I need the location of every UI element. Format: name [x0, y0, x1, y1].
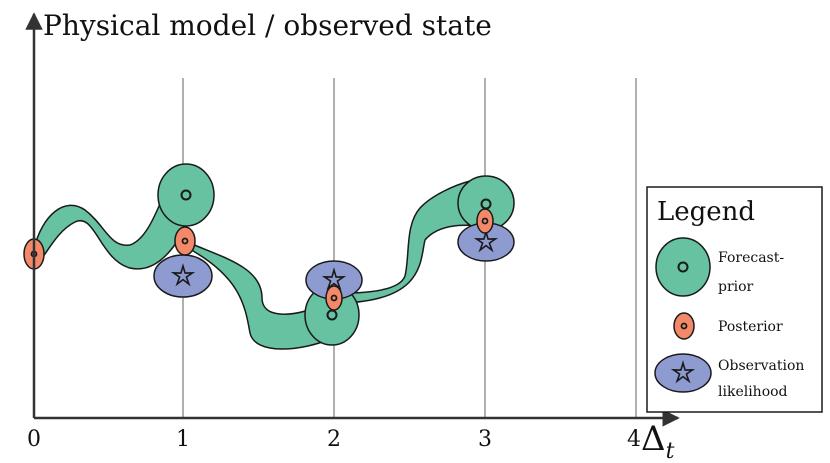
legend-posterior-swatch — [673, 312, 695, 340]
x-axis-label-symbol: Δ — [641, 419, 666, 459]
posterior-center-2 — [330, 294, 338, 302]
timestep-3-group — [457, 175, 515, 262]
x-tick-label-3: 3 — [478, 427, 492, 452]
x-tick-label-4: 4 — [627, 427, 641, 452]
legend-posterior-center-icon — [680, 322, 688, 330]
posterior-ellipse-3 — [476, 208, 494, 234]
legend-observation-label-line1: Observation — [718, 358, 804, 374]
y-axis-label: Physical model / observed state — [43, 9, 492, 42]
x-tick-labels: 0 1 2 3 4 — [27, 427, 641, 452]
posterior-ellipse-1 — [174, 226, 196, 256]
forecast-prior-ellipse-1 — [157, 163, 215, 227]
observation-likelihood-ellipse-1 — [153, 254, 213, 298]
timestep-1-group — [153, 163, 215, 298]
observation-star-icon-3 — [473, 229, 499, 253]
forecast-prior-center-1 — [180, 189, 192, 201]
forecast-band-segment-2-3 — [342, 180, 483, 304]
legend-forecast-prior-label-line2: prior — [718, 279, 754, 295]
legend-observation-star-icon — [670, 360, 696, 384]
legend-posterior-label: Posterior — [718, 319, 783, 335]
x-tick-label-0: 0 — [27, 427, 41, 452]
x-tick-label-1: 1 — [176, 427, 190, 452]
legend-forecast-prior-swatch — [655, 237, 711, 297]
legend-forecast-prior-label-line1: Forecast- — [718, 250, 784, 266]
x-axis-label-subscript: t — [666, 439, 675, 463]
posterior-center-1 — [181, 237, 189, 245]
legend-item-posterior: Posterior — [673, 312, 783, 340]
legend-item-forecast-prior: Forecast- prior — [655, 237, 784, 297]
x-axis-label: Δt — [641, 419, 675, 463]
legend-forecast-prior-center-icon — [677, 261, 689, 273]
legend-item-observation-likelihood: Observation likelihood — [654, 353, 804, 400]
forecast-trajectory-bands — [33, 180, 483, 350]
observation-star-icon-1 — [170, 263, 196, 287]
posterior-ellipse-2 — [325, 285, 343, 311]
posterior-center-3 — [481, 217, 489, 225]
timestep-2-group — [304, 260, 363, 346]
legend-observation-likelihood-swatch — [654, 353, 712, 393]
forecast-prior-center-2 — [326, 309, 338, 321]
legend-title: Legend — [657, 197, 755, 227]
observation-star-icon-2 — [321, 267, 347, 291]
axes — [25, 12, 680, 427]
legend-observation-label-line2: likelihood — [718, 384, 788, 400]
legend: Legend Forecast- prior Posterior Observa… — [646, 186, 823, 413]
x-tick-label-2: 2 — [327, 427, 341, 452]
